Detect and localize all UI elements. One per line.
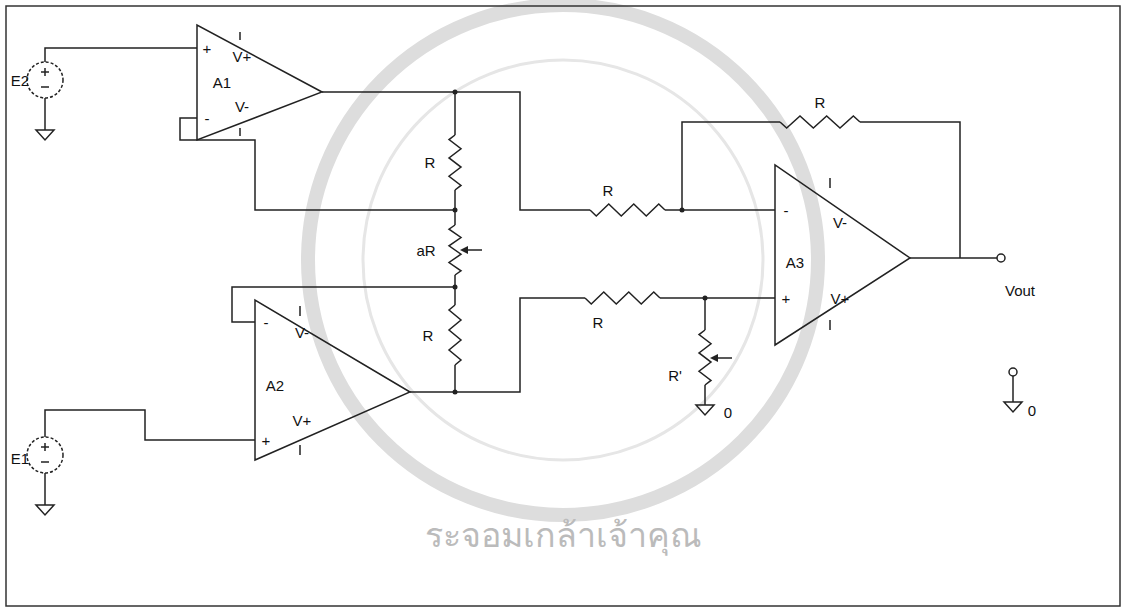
wire (1012, 392, 1014, 402)
wire (454, 210, 456, 225)
wire (660, 297, 775, 299)
component-label: 0 (1028, 403, 1036, 418)
output-terminal (997, 254, 1005, 262)
wire (454, 92, 456, 135)
wire (44, 120, 46, 130)
power-pin (299, 306, 301, 316)
component-label: A3 (786, 255, 804, 270)
wire (410, 298, 585, 392)
component-label: + (782, 291, 791, 306)
wire (45, 410, 255, 440)
opamp-symbol (197, 25, 322, 140)
component-label: - (264, 315, 269, 330)
component-label: R (425, 155, 436, 170)
component-label: E1 (11, 451, 29, 466)
wire (682, 122, 780, 210)
component-label: V+ (293, 413, 312, 428)
wire (454, 365, 456, 392)
watermark-seal (308, 5, 818, 515)
component-label: R (593, 315, 604, 330)
component-label: 0 (724, 405, 732, 420)
wire (44, 473, 46, 495)
resistor-symbol (449, 305, 461, 365)
component-label: R (815, 95, 826, 110)
terminal (1009, 368, 1017, 376)
component-label: + (203, 41, 212, 56)
minus-sign (41, 461, 49, 463)
wire (910, 257, 997, 259)
plus-sign (44, 443, 46, 451)
wire (704, 395, 706, 405)
resistor-symbol (585, 292, 660, 304)
resistor-symbol (449, 225, 461, 275)
power-pin (239, 128, 241, 136)
wiper-arrow (460, 246, 468, 254)
opamp-symbol (775, 165, 910, 345)
watermark-seal (363, 60, 763, 460)
component-label: A1 (213, 75, 231, 90)
component-label: + (262, 433, 271, 448)
component-label: aR (416, 243, 435, 258)
wire (454, 287, 456, 305)
power-pin (829, 178, 831, 188)
component-label: A2 (266, 378, 284, 393)
component-label: R (423, 328, 434, 343)
wire (322, 92, 590, 210)
component-label: - (205, 111, 210, 126)
plus-sign (44, 68, 46, 76)
component-label: V- (833, 215, 847, 230)
wire (860, 122, 960, 258)
frame (6, 6, 1120, 606)
component-label: V- (235, 99, 249, 114)
resistor-symbol (699, 330, 711, 385)
voltage-source (27, 62, 63, 98)
watermark: ระจอมเกล้าเจ้าคุณ (425, 518, 702, 552)
component-label: R' (668, 368, 682, 383)
wire (180, 118, 455, 210)
component-label: V+ (233, 49, 252, 64)
wire (704, 298, 706, 330)
wire (45, 48, 197, 62)
voltage-source (27, 437, 63, 473)
ground-symbol (696, 405, 714, 415)
power-pin (239, 32, 241, 40)
ground-symbol (1004, 402, 1022, 412)
component-label: Vout (1005, 283, 1035, 298)
component-label: E2 (11, 73, 29, 88)
resistor-symbol (590, 204, 665, 216)
ground-symbol (36, 505, 54, 515)
wiper-arrow (710, 354, 718, 362)
component-label: R (603, 183, 614, 198)
wire (704, 385, 706, 395)
component-label: - (784, 203, 789, 218)
wire (454, 190, 456, 210)
ground-symbol (36, 130, 54, 140)
minus-sign (41, 86, 49, 88)
resistor-symbol (449, 135, 461, 190)
power-pin (829, 320, 831, 330)
component-label: V- (295, 325, 309, 340)
component-label: V+ (831, 291, 850, 306)
wire (44, 495, 46, 505)
resistor-symbol (780, 116, 860, 128)
wire (44, 98, 46, 120)
power-pin (299, 445, 301, 455)
wire (1012, 376, 1014, 392)
opamp-symbol (255, 300, 410, 460)
